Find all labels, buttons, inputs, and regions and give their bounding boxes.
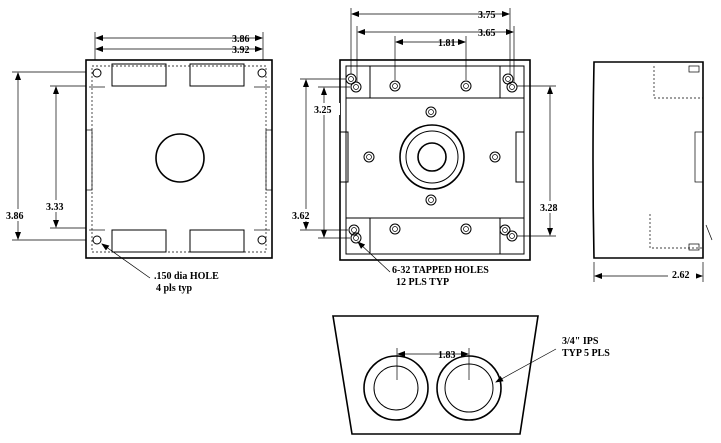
top-boss-tl [345,65,371,99]
front-outline [85,59,273,259]
top-outline [339,59,531,261]
dim-front-h-inner: 3.33 [46,202,64,213]
note-tapped-line1: 6-32 TAPPED HOLES [392,265,489,276]
front-hole-br [257,235,267,245]
note-hole-line1: .150 dia HOLE [154,271,219,282]
top-hub-outer [399,124,465,190]
bottom-knockout-left-inner [373,365,419,411]
side-notch-mid [694,131,704,183]
dim-top-w-mid: 3.65 [478,28,496,39]
front-slot-top-left [111,63,167,87]
front-slot-bottom-right [189,229,245,253]
dim-front-w-inner: 3.92 [232,45,250,56]
dim-top-h-upper: 3.25 [314,105,332,116]
front-hole-tr [257,68,267,78]
note-tapped-line2: 12 PLS TYP [396,277,449,288]
top-boss-bl [345,217,371,255]
dim-front-h-outer: 3.86 [6,211,24,222]
side-tab-lower [688,243,700,251]
front-hole-tl [92,68,102,78]
front-side-tab-right [265,129,273,191]
dim-top-h-right: 3.28 [540,203,558,214]
note-ips-line1: 3/4" IPS [562,336,599,347]
bottom-view: 1.83 3/4" IPS TYP 5 PLS [332,315,610,435]
front-slot-bottom-left [111,229,167,253]
dim-top-h-outer: 3.62 [292,211,310,222]
top-hub-ring [405,130,459,184]
side-tab-upper [688,65,700,73]
bottom-knockout-left-outer [363,355,429,421]
top-side-slot-right [515,131,525,183]
side-outline [592,61,704,259]
front-center-knockout [155,133,205,183]
front-side-tab-left [85,129,93,191]
note-ips-line2: TYP 5 PLS [562,348,610,359]
dim-side-depth: 2.62 [672,270,690,281]
side-hidden-bottom [649,214,703,249]
dim-top-w-outer: 3.75 [478,10,496,21]
top-hub-inner [417,142,447,172]
front-view: 3.86 3.92 3.86 3.33 .150 dia HOLE 4 pls … [5,32,273,294]
top-view: 3.75 3.65 1.81 3.62 3.25 3.28 6-32 TAPPE… [290,8,566,288]
dim-top-w-inner: 1.81 [438,38,456,49]
front-hole-bl [92,235,102,245]
side-hidden-top [653,66,703,99]
dim-front-w-outer: 3.86 [232,34,250,45]
note-hole-line2: 4 pls typ [156,283,193,294]
front-inner-outline [91,65,267,253]
side-view: 2.62 [592,61,713,282]
top-side-slot-left [339,131,349,183]
top-boss-tr [499,65,525,99]
front-slot-top-right [189,63,245,87]
dim-bottom-spacing: 1.83 [438,350,456,361]
bottom-outline [332,315,539,435]
